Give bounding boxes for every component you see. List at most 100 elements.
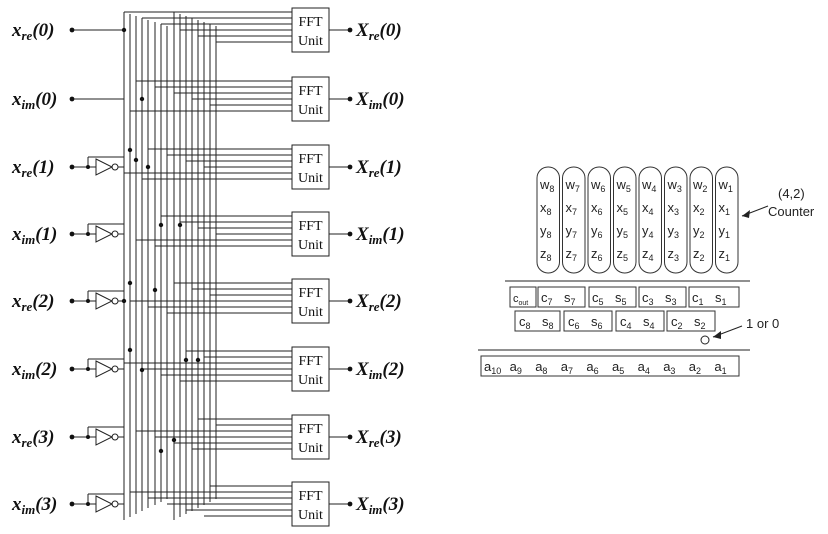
result-bit: a3 [663,359,675,376]
counter-bit: w2 [692,177,707,194]
fft-unit-label: FFT [298,489,323,504]
junction-dot [195,357,201,363]
result-box [480,355,740,377]
result-bit: a7 [561,359,573,376]
junction-dot [183,357,189,363]
output-label: Xre(3) [355,427,402,450]
fft-unit-box [291,278,330,324]
fft-unit-label: FFT [298,286,323,301]
fft-unit-label: Unit [298,441,323,456]
counter-bit: w8 [539,177,554,194]
inverter-icon [95,158,114,176]
result-bit: a5 [612,359,624,376]
counter-bit: y8 [540,223,552,240]
carry-sum-bit: cout [513,293,528,307]
fft-unit-box [291,346,330,392]
counter-bit: z4 [642,246,654,263]
carry-sum-box [688,286,740,308]
fft-unit-box [291,144,330,190]
inverter-icon [95,225,114,243]
fft-unit-box [291,7,330,53]
fft-unit-label: Unit [298,103,323,118]
fft-unit-box [291,76,330,122]
input-label: xre(0) [11,20,55,43]
counter-column [536,166,560,274]
counter-bit: w4 [641,177,656,194]
fft-unit-label: FFT [298,15,323,30]
counter-bit: x4 [642,200,654,217]
counter-bit: z3 [668,246,680,263]
fft-unit-label: Unit [298,34,323,49]
input-label: xim(2) [11,359,57,382]
junction-dot [133,157,139,163]
one-or-zero-label: 1 or 0 [746,316,779,331]
junction-dot [347,434,353,440]
counter-bit: y2 [693,223,705,240]
fft-unit-label: FFT [298,422,323,437]
fft-unit-box [291,481,330,527]
result-bit: a4 [638,359,650,376]
junction-dot [86,367,90,371]
junction-dot [347,231,353,237]
input-label: xre(1) [11,157,55,180]
counter-bit: x7 [566,200,578,217]
fft-unit-label: FFT [298,84,323,99]
output-label: Xre(0) [355,20,402,43]
counter-bit: x1 [719,200,731,217]
counter-bit: w1 [718,177,733,194]
carry-sum-bit: c3 [642,290,654,307]
junction-dot [158,222,164,228]
junction-dot [86,232,90,236]
fft-wiring [72,11,350,520]
counter-bit: y6 [591,223,603,240]
counter-bit: x5 [617,200,629,217]
fft-unit-label: Unit [298,373,323,388]
junction-dot [86,299,90,303]
junction-dot [347,164,353,170]
counter-column [638,166,662,274]
counter-label: (4,2) [778,186,805,201]
junction-dot [121,27,127,33]
carry-sum-bit: c4 [620,314,632,331]
counter-bit: y5 [617,223,629,240]
carry-sum-box [666,310,716,332]
junction-dot [86,502,90,506]
result-bit: a1 [714,359,726,376]
inverter-icon [95,360,114,378]
carry-sum-box [588,286,637,308]
arrow-head-icon [713,331,721,339]
fft-unit-label: Unit [298,238,323,253]
fft-units: FFTUnitFFTUnitFFTUnitFFTUnitFFTUnitFFTUn… [291,7,330,527]
carry-sum-bit: s4 [643,314,655,331]
carry-sum-bit: s6 [591,314,603,331]
carry-sum-box [615,310,665,332]
counter-column [715,166,739,274]
junction-dot [145,164,151,170]
junction-dot [127,147,133,153]
output-label: Xim(3) [355,494,405,517]
carry-sum-bit: c7 [541,290,553,307]
result-bit: a9 [510,359,522,376]
carry-sum-box [537,286,586,308]
carry-sum-bit: c6 [568,314,580,331]
counter-bit: x2 [693,200,705,217]
carry-in-circle [700,335,710,345]
counter-column [664,166,688,274]
carry-sum-bit: c5 [592,290,604,307]
output-label: Xre(1) [355,157,402,180]
junction-dot [69,27,75,33]
junction-dot [69,96,75,102]
counter-bit: z7 [566,246,578,263]
carry-sum-bit: s2 [694,314,706,331]
counter-bit: x3 [668,200,680,217]
junction-dot [69,366,75,372]
junction-dot [127,347,133,353]
inverter-icon [95,292,114,310]
junction-dot [86,435,90,439]
output-label: Xim(2) [355,359,405,382]
carry-sum-box [509,286,537,308]
counter-column [587,166,611,274]
junction-dot [177,222,183,228]
counter-bit: z1 [719,246,731,263]
output-label: Xre(2) [355,291,402,314]
